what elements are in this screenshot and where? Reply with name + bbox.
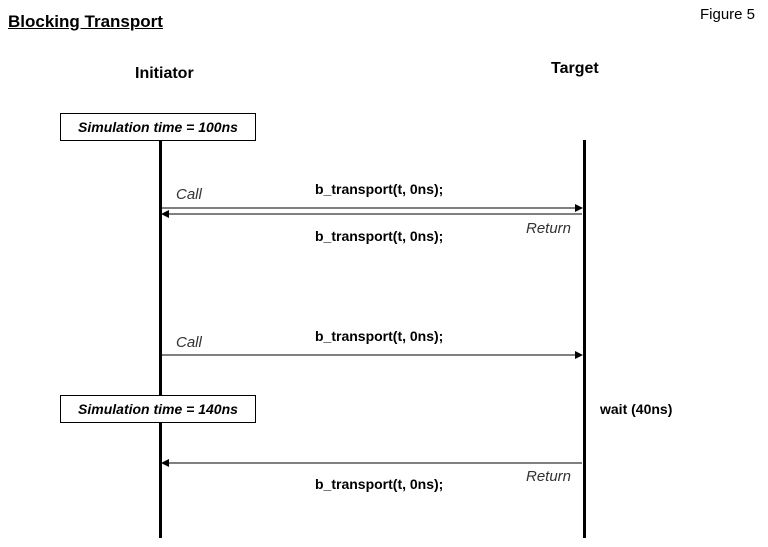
call-label-1: Call	[176, 186, 202, 203]
initiator-label: Initiator	[135, 65, 194, 82]
diagram-title: Blocking Transport	[8, 12, 163, 31]
figure-label: Figure 5	[700, 6, 756, 23]
call-label-2: Call	[176, 334, 202, 351]
call-message-1: b_transport(t, 0ns);	[315, 181, 444, 197]
simulation-time-box-1: Simulation time = 100ns	[60, 113, 256, 141]
target-label: Target	[551, 60, 599, 77]
return-message-2: b_transport(t, 0ns);	[315, 476, 444, 492]
call-message-2: b_transport(t, 0ns);	[315, 328, 444, 344]
return-label-1: Return	[526, 220, 572, 237]
return-label-2: Return	[526, 468, 572, 485]
target-lifeline	[583, 140, 586, 538]
return-message-1: b_transport(t, 0ns);	[315, 228, 444, 244]
simulation-time-box-2: Simulation time = 140ns	[60, 395, 256, 423]
wait-label: wait (40ns)	[600, 401, 673, 417]
initiator-lifeline	[159, 140, 162, 538]
